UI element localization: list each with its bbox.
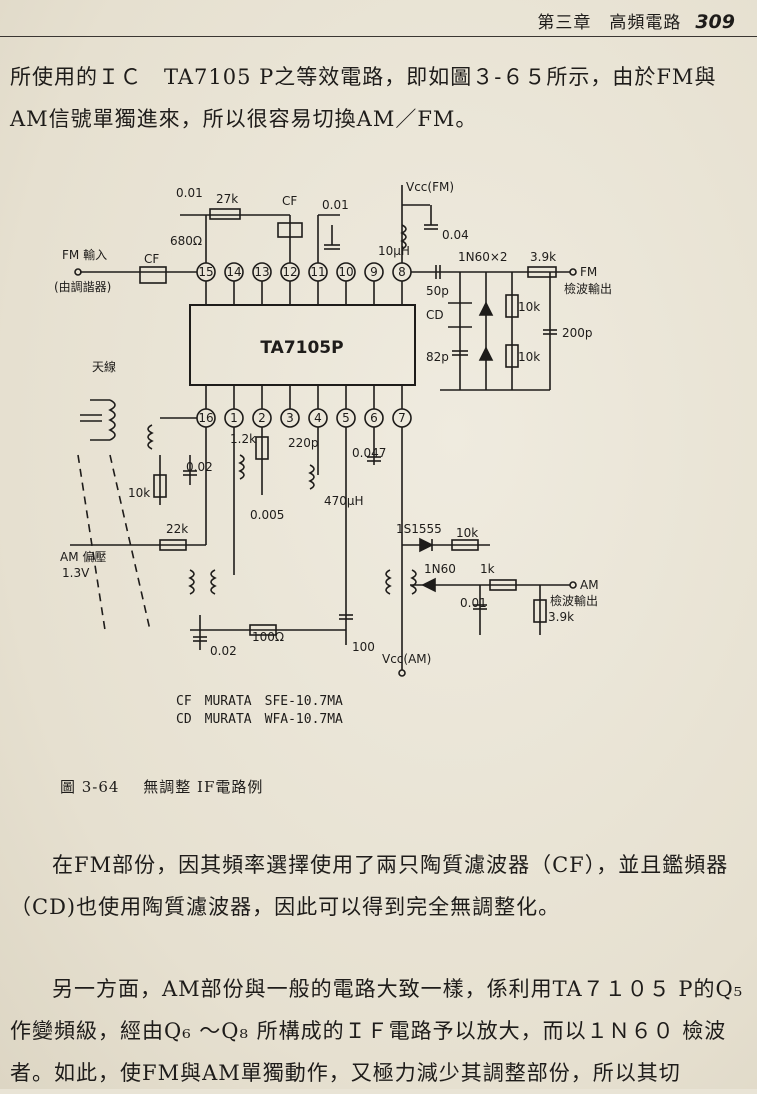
cd-part-note: CD MURATA WFA-10.7MA xyxy=(176,712,343,727)
cf-label: CF xyxy=(144,252,159,266)
paragraph-am: 另一方面，AM部份與一般的電路大致一樣，係利用TA７１０５ P的Q₅ 作變頻級，… xyxy=(10,977,744,1085)
pin-label: 14 xyxy=(226,265,241,279)
res-label: 3.9k xyxy=(548,610,574,624)
am-bias-voltage: 1.3V xyxy=(62,566,90,580)
am-output-sub-label: 檢波輸出 xyxy=(550,593,598,608)
pin-label: 4 xyxy=(314,411,322,425)
pin-label: 15 xyxy=(198,265,213,279)
page-header: 第三章 高頻電路 309 xyxy=(537,8,735,33)
diode-label: 1N60×2 xyxy=(458,250,508,264)
pin-label: 12 xyxy=(282,265,297,279)
inductor-label: 470μH xyxy=(324,494,364,508)
pin-label: 10 xyxy=(338,265,353,279)
ic-body xyxy=(189,304,416,386)
res-label: 100Ω xyxy=(252,630,284,644)
cap-label: 50p xyxy=(426,284,449,298)
fm-input-label: FM 輸入 xyxy=(62,247,107,262)
pin-label: 9 xyxy=(370,265,378,279)
fm-output-label: FM xyxy=(580,265,597,279)
pin-label: 1 xyxy=(230,411,238,425)
res-label: 10k xyxy=(518,350,540,364)
cap-label: 100 xyxy=(352,640,375,654)
cap-label: 0.01 xyxy=(322,198,349,212)
vcc-am-label: Vcc(AM) xyxy=(382,652,431,666)
header-rule xyxy=(0,36,757,37)
res-label: 1.2k xyxy=(230,432,256,446)
cap-label: 82p xyxy=(426,350,449,364)
pin-label: 5 xyxy=(342,411,350,425)
inductor-label: 10μH xyxy=(378,244,410,258)
cap-label: 0.005 xyxy=(250,508,284,522)
pin-label: 3 xyxy=(286,411,294,425)
pin-label: 6 xyxy=(370,411,378,425)
pin-label: 11 xyxy=(310,265,325,279)
cf-part-note: CF MURATA SFE-10.7MA xyxy=(176,694,343,709)
am-bias-label: AM 偏壓 xyxy=(60,549,106,564)
antenna-label: 天線 xyxy=(92,359,116,374)
circuit-diagram: 15 14 13 12 11 10 9 8 16 1 2 3 4 5 6 7 T… xyxy=(54,180,612,727)
cap-label: 0.04 xyxy=(442,228,469,242)
pin-label: 2 xyxy=(258,411,266,425)
cap-label: 0.02 xyxy=(210,644,237,658)
cd-label: CD xyxy=(426,308,444,322)
figure-title: 無調整 IF電路例 xyxy=(143,778,264,796)
cap-label: 0.01 xyxy=(176,186,203,200)
paragraph-fm: 在FM部份，因其頻率選擇使用了兩只陶質濾波器（CF），並且鑑頻器（CD)也使用陶… xyxy=(10,853,729,919)
diode-label: 1N60 xyxy=(424,562,456,576)
vcc-fm-label: Vcc(FM) xyxy=(406,180,454,194)
figure-number: 圖 3-64 xyxy=(60,778,120,796)
res-label: 10k xyxy=(128,486,150,500)
cap-label: 0.01 xyxy=(460,596,487,610)
paragraph-intro: 所使用的ＩＣ TA7105 P之等效電路，即如圖３-６５所示，由於FM與AM信號… xyxy=(10,65,717,131)
am-output-label: AM xyxy=(580,578,599,592)
cf-top-label: CF xyxy=(282,194,297,208)
pin-label: 13 xyxy=(254,265,269,279)
diode-label: 1S1555 xyxy=(396,522,442,536)
cap-label: 0.047 xyxy=(352,446,386,460)
pin-label: 16 xyxy=(198,411,213,425)
res-label: 10k xyxy=(518,300,540,314)
fm-input-sub-label: (由調諧器) xyxy=(54,279,111,294)
cap-label: 200p xyxy=(562,326,593,340)
res-label: 3.9k xyxy=(530,250,556,264)
fm-output-sub-label: 檢波輸出 xyxy=(564,281,612,296)
res-label: 1k xyxy=(480,562,495,576)
figure-caption: 圖 3-64 無調整 IF電路例 xyxy=(60,776,263,797)
res-label: 22k xyxy=(166,522,188,536)
res-label: 27k xyxy=(216,192,238,206)
cap-label: 0.02 xyxy=(186,460,213,474)
res-label: 680Ω xyxy=(170,234,202,248)
res-label: 10k xyxy=(456,526,478,540)
pin-label: 7 xyxy=(398,411,406,425)
ic-label: TA7105P xyxy=(260,338,343,358)
chapter-title: 第三章 高頻電路 xyxy=(537,13,682,33)
cap-label: 220p xyxy=(288,436,319,450)
page-number: 309 xyxy=(695,11,735,33)
pin-label: 8 xyxy=(398,265,406,279)
